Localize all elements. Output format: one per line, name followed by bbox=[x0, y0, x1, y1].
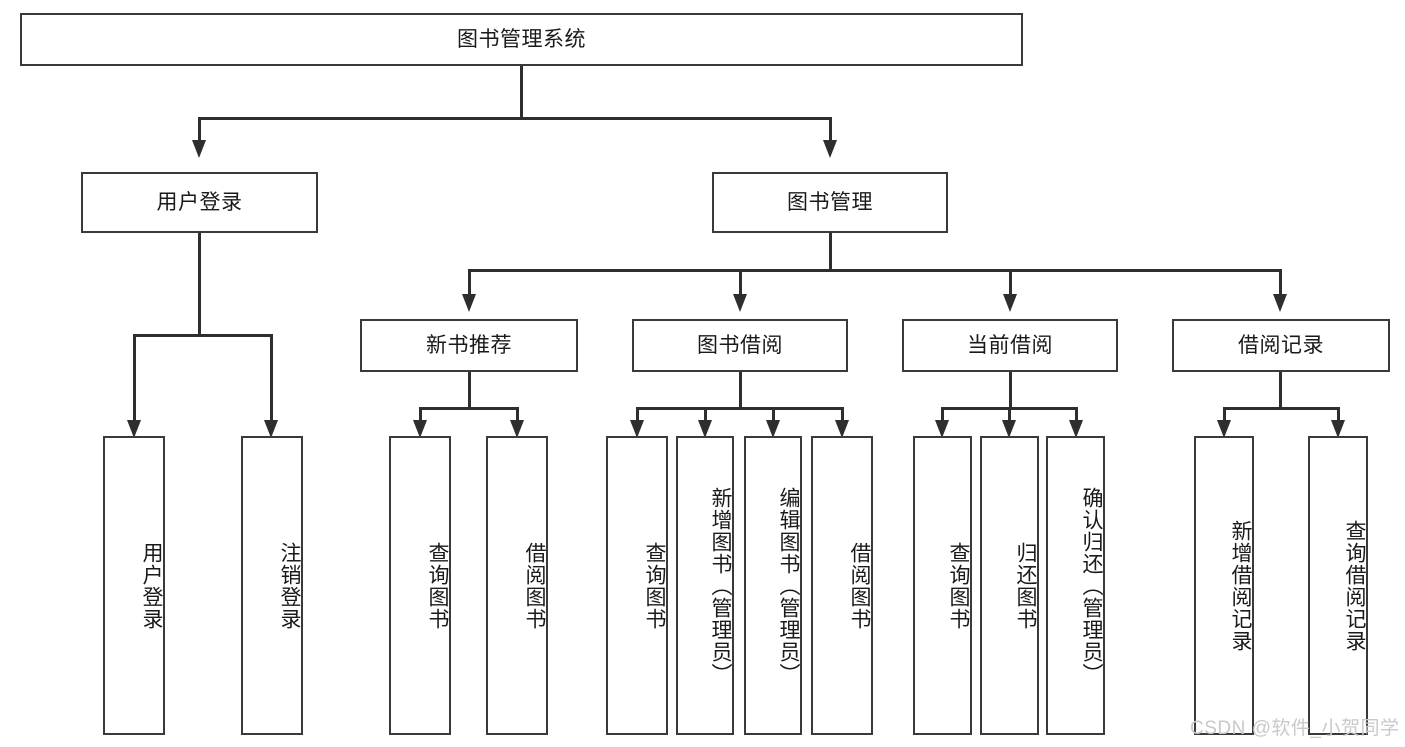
arrow-bb-to-leaf-3 bbox=[766, 420, 780, 438]
arrow-cb-to-leaf-2 bbox=[1002, 420, 1016, 438]
connector-root-bar bbox=[198, 117, 831, 120]
leaf-book-borrow-add-book[interactable]: 新增图书（管理员） bbox=[676, 436, 734, 735]
arrow-to-book-borrow bbox=[733, 294, 747, 312]
node-book-borrow[interactable]: 图书借阅 bbox=[632, 319, 848, 372]
node-new-book-recommend[interactable]: 新书推荐 bbox=[360, 319, 578, 372]
connector-nbr-to-leaf-1 bbox=[419, 407, 422, 422]
connector-br-to-leaf-2 bbox=[1337, 407, 1340, 422]
arrow-br-to-leaf-1 bbox=[1217, 420, 1231, 438]
connector-book-management-stem bbox=[829, 233, 832, 271]
node-borrow-records[interactable]: 借阅记录 bbox=[1172, 319, 1390, 372]
arrow-to-current-borrow bbox=[1003, 294, 1017, 312]
node-label: 当前借阅 bbox=[967, 333, 1053, 357]
node-user-login[interactable]: 用户登录 bbox=[81, 172, 318, 233]
connector-level2-bar bbox=[468, 269, 1280, 272]
arrow-to-new-book-recommend bbox=[462, 294, 476, 312]
connector-root-to-book-management bbox=[829, 117, 832, 142]
arrow-br-to-leaf-2 bbox=[1331, 420, 1345, 438]
connector-bb-to-leaf-1 bbox=[636, 407, 639, 422]
connector-new-book-recommend-bar bbox=[419, 407, 519, 410]
connector-root-stem bbox=[520, 66, 523, 119]
node-label: 注销登录 bbox=[278, 541, 301, 630]
node-label: 查询借阅记录 bbox=[1343, 519, 1366, 652]
node-label: 新增图书（管理员） bbox=[709, 486, 732, 685]
node-label: 用户登录 bbox=[140, 541, 163, 630]
node-label: 查询图书 bbox=[643, 541, 666, 630]
connector-user-login-bar bbox=[133, 334, 272, 337]
connector-user-login-to-leaf-2 bbox=[270, 334, 273, 422]
node-label: 新书推荐 bbox=[426, 333, 512, 357]
arrow-root-to-book-management bbox=[823, 140, 837, 158]
node-label: 查询图书 bbox=[947, 541, 970, 630]
connector-book-borrow-bar bbox=[636, 407, 844, 410]
connector-borrow-records-bar bbox=[1223, 407, 1339, 410]
leaf-new-book-query-book[interactable]: 查询图书 bbox=[389, 436, 451, 735]
node-current-borrow[interactable]: 当前借阅 bbox=[902, 319, 1118, 372]
leaf-user-login-logout[interactable]: 注销登录 bbox=[241, 436, 303, 735]
node-label: 确认归还（管理员） bbox=[1080, 486, 1103, 685]
connector-current-borrow-stem bbox=[1009, 372, 1012, 409]
node-label: 编辑图书（管理员） bbox=[777, 486, 800, 685]
connector-to-borrow-records bbox=[1279, 269, 1282, 296]
connector-to-current-borrow bbox=[1009, 269, 1012, 296]
connector-user-login-to-leaf-1 bbox=[133, 334, 136, 422]
connector-borrow-records-stem bbox=[1279, 372, 1282, 409]
leaf-book-borrow-query-book[interactable]: 查询图书 bbox=[606, 436, 668, 735]
arrow-cb-to-leaf-3 bbox=[1069, 420, 1083, 438]
arrow-bb-to-leaf-4 bbox=[835, 420, 849, 438]
connector-nbr-to-leaf-2 bbox=[516, 407, 519, 422]
connector-cb-to-leaf-2 bbox=[1008, 407, 1011, 422]
connector-user-login-stem bbox=[198, 233, 201, 336]
node-label: 查询图书 bbox=[426, 541, 449, 630]
node-label: 归还图书 bbox=[1014, 541, 1037, 630]
node-book-management-system[interactable]: 图书管理系统 bbox=[20, 13, 1023, 66]
connector-bb-to-leaf-3 bbox=[772, 407, 775, 422]
arrow-to-borrow-records bbox=[1273, 294, 1287, 312]
connector-to-book-borrow bbox=[739, 269, 742, 296]
connector-new-book-recommend-stem bbox=[468, 372, 471, 409]
node-label: 图书借阅 bbox=[697, 333, 783, 357]
arrow-nbr-to-leaf-1 bbox=[413, 420, 427, 438]
node-label: 图书管理系统 bbox=[457, 27, 586, 51]
arrow-root-to-user-login bbox=[192, 140, 206, 158]
leaf-borrow-records-query-record[interactable]: 查询借阅记录 bbox=[1308, 436, 1368, 735]
node-label: 借阅记录 bbox=[1238, 333, 1324, 357]
arrow-cb-to-leaf-1 bbox=[935, 420, 949, 438]
arrow-nbr-to-leaf-2 bbox=[510, 420, 524, 438]
leaf-borrow-records-add-record[interactable]: 新增借阅记录 bbox=[1194, 436, 1254, 735]
arrow-bb-to-leaf-1 bbox=[630, 420, 644, 438]
node-book-management[interactable]: 图书管理 bbox=[712, 172, 948, 233]
leaf-new-book-borrow-book[interactable]: 借阅图书 bbox=[486, 436, 548, 735]
arrow-bb-to-leaf-2 bbox=[698, 420, 712, 438]
leaf-current-borrow-return-book[interactable]: 归还图书 bbox=[980, 436, 1039, 735]
node-label: 借阅图书 bbox=[848, 541, 871, 630]
connector-cb-to-leaf-3 bbox=[1075, 407, 1078, 422]
connector-cb-to-leaf-1 bbox=[941, 407, 944, 422]
connector-br-to-leaf-1 bbox=[1223, 407, 1226, 422]
node-label: 新增借阅记录 bbox=[1229, 519, 1252, 652]
connector-to-new-book-recommend bbox=[468, 269, 471, 296]
leaf-user-login-login[interactable]: 用户登录 bbox=[103, 436, 165, 735]
connector-bb-to-leaf-4 bbox=[841, 407, 844, 422]
node-label: 图书管理 bbox=[787, 190, 873, 214]
arrow-user-login-to-leaf-2 bbox=[264, 420, 278, 438]
connector-book-borrow-stem bbox=[739, 372, 742, 409]
arrow-user-login-to-leaf-1 bbox=[127, 420, 141, 438]
connector-bb-to-leaf-2 bbox=[704, 407, 707, 422]
leaf-current-borrow-query-book[interactable]: 查询图书 bbox=[913, 436, 972, 735]
connector-root-to-user-login bbox=[198, 117, 201, 142]
leaf-current-borrow-confirm-return[interactable]: 确认归还（管理员） bbox=[1046, 436, 1105, 735]
leaf-book-borrow-edit-book[interactable]: 编辑图书（管理员） bbox=[744, 436, 802, 735]
node-label: 用户登录 bbox=[156, 190, 243, 214]
node-label: 借阅图书 bbox=[523, 541, 546, 630]
leaf-book-borrow-borrow-book[interactable]: 借阅图书 bbox=[811, 436, 873, 735]
